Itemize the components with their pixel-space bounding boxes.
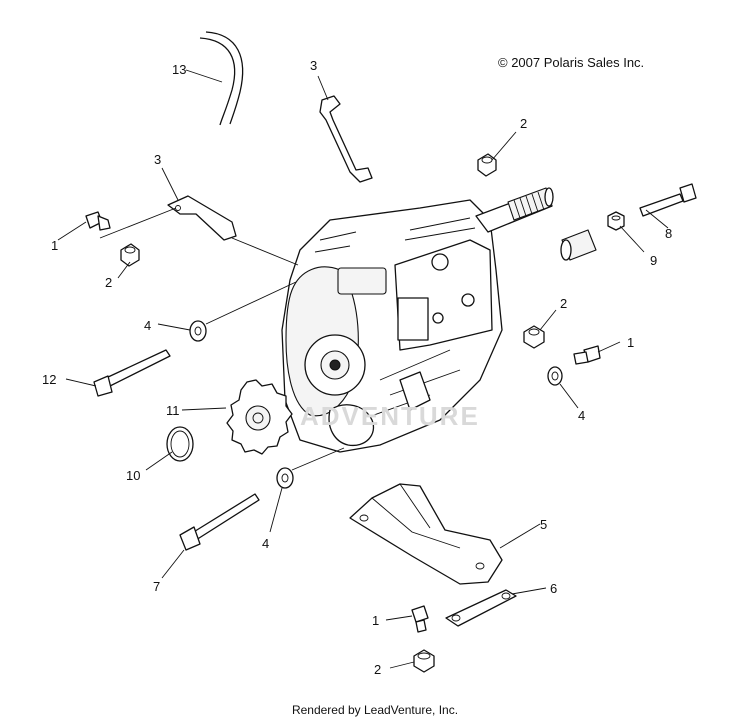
part-1-bolt-a[interactable] xyxy=(85,211,111,231)
callout-2-right: 2 xyxy=(560,296,567,311)
part-2-nut-a[interactable] xyxy=(477,153,497,177)
callout-3-upper: 3 xyxy=(310,58,317,73)
callout-5: 5 xyxy=(540,517,547,532)
callout-3-left: 3 xyxy=(154,152,161,167)
part-10-snap-ring[interactable] xyxy=(166,426,194,462)
part-13-hose[interactable] xyxy=(199,31,244,126)
part-6-plate[interactable] xyxy=(445,589,517,627)
spacer-sleeve[interactable] xyxy=(560,229,597,261)
callout-2-left: 2 xyxy=(105,275,112,290)
leader-lines xyxy=(57,69,669,669)
part-4-washer-c[interactable] xyxy=(276,467,294,489)
part-7-bolt[interactable] xyxy=(179,493,260,551)
callout-10: 10 xyxy=(126,468,140,483)
part-2-nut-d[interactable] xyxy=(413,649,435,673)
copyright-text: © 2007 Polaris Sales Inc. xyxy=(498,55,645,70)
part-2-nut-b[interactable] xyxy=(120,243,140,267)
callout-9: 9 xyxy=(650,253,657,268)
callout-13: 13 xyxy=(172,62,186,77)
callout-8: 8 xyxy=(665,226,672,241)
callout-4-right: 4 xyxy=(578,408,585,423)
callout-12: 12 xyxy=(42,372,56,387)
callout-2-bottom: 2 xyxy=(374,662,381,677)
part-2-nut-c[interactable] xyxy=(523,325,545,349)
callout-labels: 13 3 3 2 8 1 2 9 4 2 1 12 4 11 10 5 4 7 … xyxy=(42,58,672,677)
callout-1-left: 1 xyxy=(51,238,58,253)
callout-2-upper: 2 xyxy=(520,116,527,131)
part-8-bolt[interactable] xyxy=(639,183,697,217)
part-9-nut[interactable] xyxy=(607,211,625,231)
callout-6: 6 xyxy=(550,581,557,596)
transmission-assembly[interactable] xyxy=(281,187,554,453)
part-3-upper-bracket[interactable] xyxy=(319,95,373,183)
part-4-washer-a[interactable] xyxy=(189,320,207,342)
callout-7: 7 xyxy=(153,579,160,594)
callout-4-left: 4 xyxy=(144,318,151,333)
part-5-mount-bracket[interactable] xyxy=(349,483,503,585)
part-1-bolt-b[interactable] xyxy=(573,345,601,365)
callout-1-bottom: 1 xyxy=(372,613,379,628)
callout-1-right: 1 xyxy=(627,335,634,350)
footer-credit: Rendered by LeadVenture, Inc. xyxy=(291,703,459,717)
part-1-bolt-c[interactable] xyxy=(411,605,429,633)
callout-4-bottom: 4 xyxy=(262,536,269,551)
callout-11: 11 xyxy=(166,403,180,418)
part-12-bolt[interactable] xyxy=(93,349,171,397)
watermark: ADVENTURE xyxy=(300,401,480,431)
part-4-washer-b[interactable] xyxy=(547,366,563,386)
part-11-sprocket[interactable] xyxy=(226,379,293,455)
part-3-left-bracket[interactable] xyxy=(167,195,237,241)
